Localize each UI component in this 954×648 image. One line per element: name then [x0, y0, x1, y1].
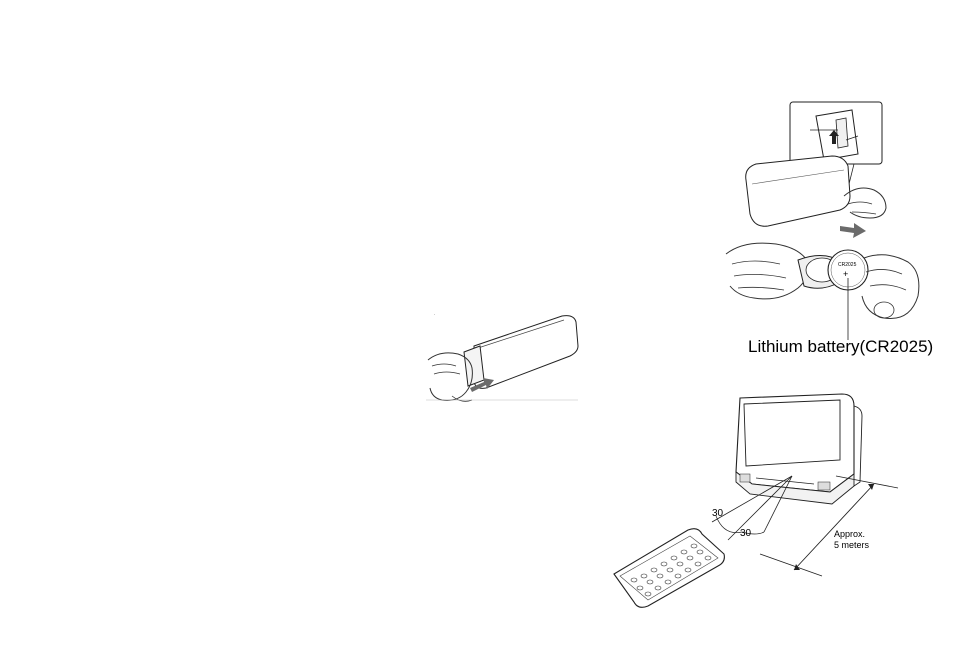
distance-label: Approx. 5 meters — [834, 529, 869, 551]
angle-label-left: 30 — [712, 508, 723, 519]
battery-replace-figure: CR2025 + — [724, 222, 924, 342]
distance-label-line2: 5 meters — [834, 540, 869, 551]
coin-marking: CR2025 — [838, 262, 856, 268]
angle-label-right: 30 — [740, 528, 751, 539]
operating-range-figure: 30 30 — [604, 386, 904, 612]
battery-caption: Lithium battery(CR2025) — [748, 337, 933, 357]
svg-text:·: · — [434, 312, 435, 317]
coin-polarity: + — [843, 269, 848, 279]
insert-holder-figure: · — [422, 308, 582, 408]
distance-label-line1: Approx. — [834, 529, 869, 540]
insert-arrow-icon — [470, 374, 496, 396]
